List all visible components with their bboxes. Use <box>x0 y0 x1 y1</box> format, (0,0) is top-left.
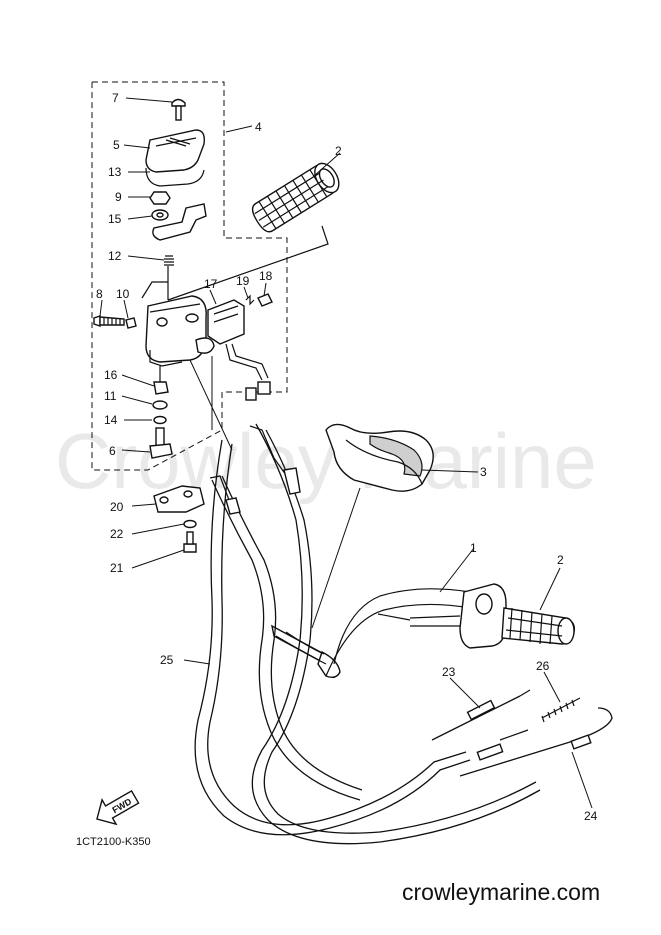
footer-url: crowleymarine.com <box>402 879 600 905</box>
callout-6: 6 <box>109 444 116 458</box>
spring-12 <box>164 255 174 266</box>
callout-21: 21 <box>110 561 124 575</box>
callout-4: 4 <box>255 120 262 134</box>
callout-labels: 7 4 5 13 9 15 12 8 10 17 19 18 16 11 14 … <box>96 91 598 823</box>
bolt-21 <box>183 543 197 553</box>
callout-1: 1 <box>470 541 477 555</box>
housing-10 <box>145 295 207 363</box>
callout-20: 20 <box>110 500 124 514</box>
callout-2-top: 2 <box>335 144 342 158</box>
handlebar-1 <box>271 583 576 679</box>
callout-22: 22 <box>110 527 124 541</box>
spring-26 <box>541 697 581 723</box>
washer-11 <box>152 400 168 410</box>
callout-24: 24 <box>584 809 598 823</box>
callout-18: 18 <box>259 269 273 283</box>
handlebar-pad-3 <box>325 423 434 492</box>
callout-8: 8 <box>96 287 103 301</box>
cable-23-adjuster <box>466 699 496 721</box>
bolt-18 <box>257 293 273 307</box>
washer-22 <box>183 519 197 529</box>
grip-top-2 <box>251 162 340 233</box>
callout-10: 10 <box>116 287 130 301</box>
callout-9: 9 <box>115 190 122 204</box>
callout-16: 16 <box>104 368 118 382</box>
lever-plate <box>152 203 207 241</box>
cables <box>194 423 613 845</box>
callout-3: 3 <box>480 465 487 479</box>
diagram-code: 1CT2100-K350 <box>76 836 151 848</box>
callout-23: 23 <box>442 665 456 679</box>
callout-13: 13 <box>108 165 122 179</box>
throttle-housing-assembly <box>93 98 329 553</box>
cable-24-adjuster <box>476 743 504 761</box>
switch-17 <box>207 299 245 345</box>
callout-25: 25 <box>160 653 174 667</box>
callout-19: 19 <box>236 274 250 288</box>
callout-15: 15 <box>108 212 122 226</box>
callout-2-bar: 2 <box>557 553 564 567</box>
screw-7-shank <box>175 105 182 121</box>
callout-7: 7 <box>112 91 119 105</box>
callout-26: 26 <box>536 659 550 673</box>
gasket-13 <box>145 167 205 187</box>
callout-14: 14 <box>104 413 118 427</box>
cable-25 <box>194 439 471 836</box>
callout-5: 5 <box>113 138 120 152</box>
nut-9 <box>149 191 171 205</box>
leader-lines <box>99 97 593 809</box>
connector-a <box>245 387 257 401</box>
cover-5 <box>145 129 206 173</box>
connector-b <box>257 381 271 395</box>
bolt-8 <box>93 315 101 327</box>
pin-6 <box>155 427 165 447</box>
assembly-boundary <box>91 81 288 471</box>
screw-7 <box>171 98 186 107</box>
callout-17: 17 <box>204 277 218 291</box>
callout-11: 11 <box>104 389 117 403</box>
fwd-arrow-icon: FWD <box>96 789 140 826</box>
nut-10 <box>125 317 137 329</box>
callout-12: 12 <box>108 249 122 263</box>
nut-16 <box>153 381 169 395</box>
washer-14 <box>153 415 167 425</box>
